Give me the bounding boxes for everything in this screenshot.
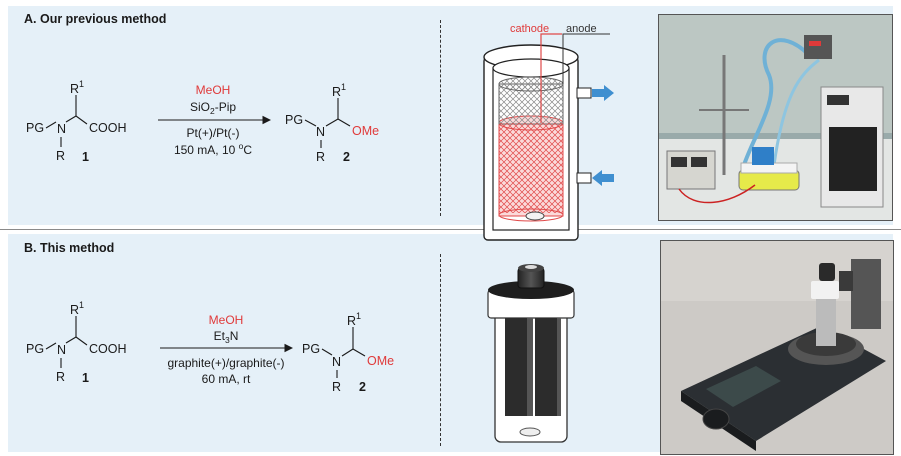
svg-text:R: R bbox=[70, 82, 79, 96]
svg-text:2: 2 bbox=[359, 380, 366, 394]
svg-text:PG: PG bbox=[285, 113, 303, 127]
svg-text:PG: PG bbox=[302, 342, 320, 356]
lab-setup-photo bbox=[658, 14, 893, 221]
svg-text:R: R bbox=[56, 149, 65, 163]
svg-text:Pt(+)/Pt(-): Pt(+)/Pt(-) bbox=[187, 126, 240, 140]
svg-text:N: N bbox=[316, 125, 325, 139]
panel-a-title: A. Our previous method bbox=[24, 12, 167, 26]
svg-text:OMe: OMe bbox=[367, 354, 394, 368]
panel-divider bbox=[0, 229, 901, 230]
svg-text:1: 1 bbox=[82, 371, 89, 385]
svg-text:60 mA, rt: 60 mA, rt bbox=[202, 372, 251, 386]
svg-text:PG: PG bbox=[26, 342, 44, 356]
product-2-structure-b: PG N R 1 OMe R 2 bbox=[302, 311, 394, 394]
svg-text:R: R bbox=[56, 370, 65, 384]
svg-text:1: 1 bbox=[79, 79, 84, 89]
electrolysis-device-photo bbox=[660, 240, 894, 455]
svg-text:N: N bbox=[57, 343, 66, 357]
anode-label: anode bbox=[566, 23, 597, 35]
svg-text:SiO2-Pip: SiO2-Pip bbox=[190, 100, 236, 116]
inflow-arrow-icon bbox=[592, 170, 614, 186]
electrolysis-device-illustration bbox=[661, 241, 893, 454]
svg-text:PG: PG bbox=[26, 121, 44, 135]
electrochemical-cell-b bbox=[487, 264, 575, 443]
svg-text:MeOH: MeOH bbox=[196, 83, 231, 97]
svg-text:R: R bbox=[70, 303, 79, 317]
svg-text:R: R bbox=[332, 85, 341, 99]
cathode-label: cathode bbox=[510, 23, 549, 35]
svg-text:OMe: OMe bbox=[352, 124, 379, 138]
svg-text:1: 1 bbox=[82, 150, 89, 164]
svg-text:150 mA, 10 oC: 150 mA, 10 oC bbox=[174, 141, 252, 157]
svg-text:1: 1 bbox=[356, 311, 361, 321]
conditions-a: MeOH SiO2-Pip Pt(+)/Pt(-) 150 mA, 10 oC bbox=[174, 83, 252, 157]
outflow-arrow-icon bbox=[592, 85, 614, 101]
svg-text:1: 1 bbox=[341, 82, 346, 92]
svg-text:N: N bbox=[57, 122, 66, 136]
svg-text:R: R bbox=[316, 150, 325, 164]
panel-a-dashed-divider bbox=[440, 20, 441, 216]
panel-b-dashed-divider bbox=[440, 254, 441, 446]
reactant-1-structure-a: PG N R 1 COOH R 1 bbox=[26, 79, 127, 164]
svg-text:COOH: COOH bbox=[89, 121, 127, 135]
svg-text:Et3N: Et3N bbox=[214, 329, 239, 345]
svg-text:R: R bbox=[347, 314, 356, 328]
panel-b-title: B. This method bbox=[24, 241, 115, 255]
svg-text:graphite(+)/graphite(-): graphite(+)/graphite(-) bbox=[167, 356, 284, 370]
reactant-1-structure-b: PG N R 1 COOH R 1 bbox=[26, 300, 127, 385]
product-2-structure-a: PG N R 1 OMe R 2 bbox=[285, 82, 379, 164]
lab-setup-illustration bbox=[659, 15, 892, 220]
conditions-b: MeOH Et3N graphite(+)/graphite(-) 60 mA,… bbox=[167, 313, 284, 386]
svg-text:COOH: COOH bbox=[89, 342, 127, 356]
electrochemical-cell-a bbox=[483, 33, 614, 241]
svg-text:N: N bbox=[332, 355, 341, 369]
svg-text:1: 1 bbox=[79, 300, 84, 310]
svg-text:R: R bbox=[332, 380, 341, 394]
svg-text:2: 2 bbox=[343, 150, 350, 164]
svg-text:MeOH: MeOH bbox=[209, 313, 244, 327]
